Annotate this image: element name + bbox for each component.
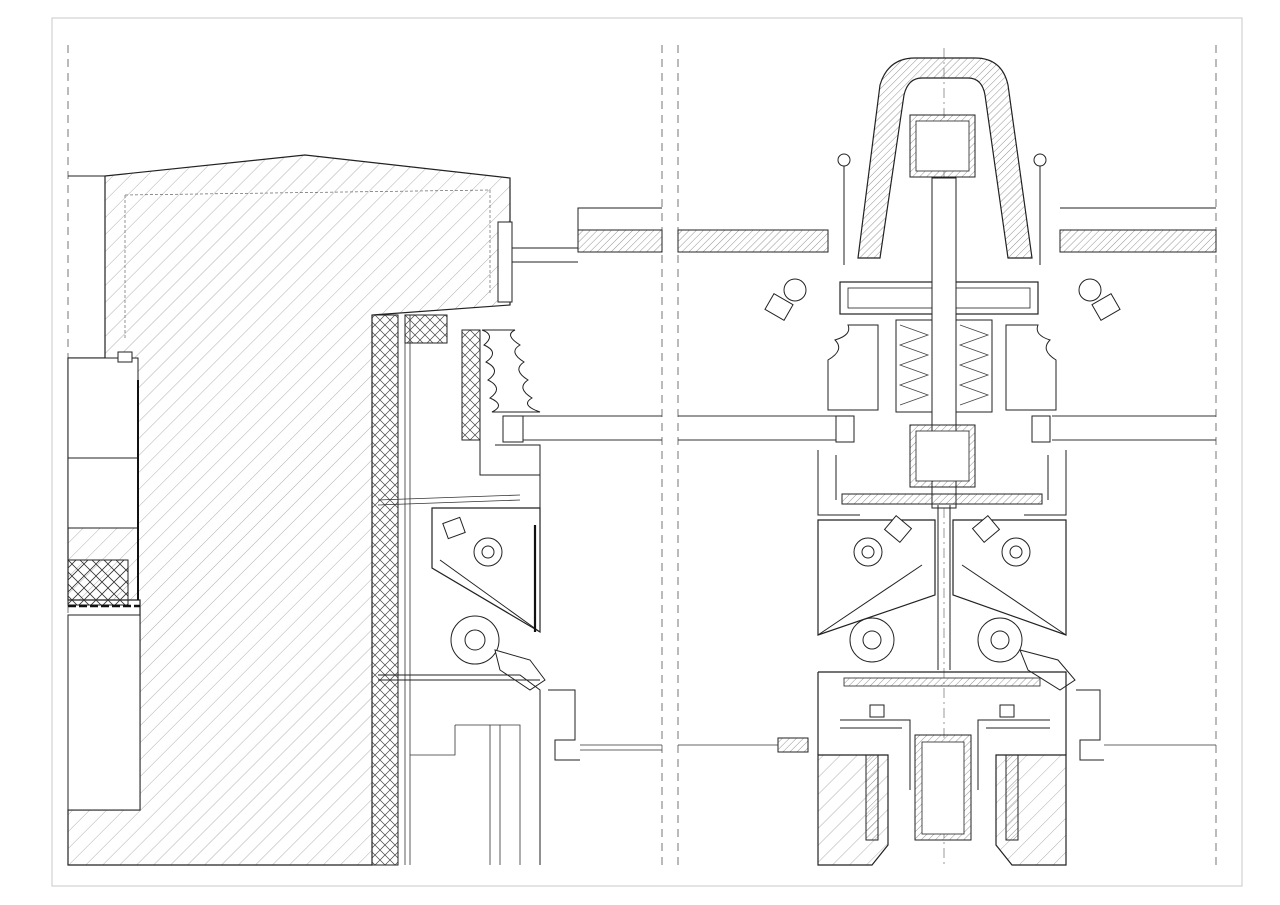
motor-arm-right [1019, 649, 1076, 691]
sill-bracket [548, 689, 580, 761]
clamp-block-left [764, 293, 794, 321]
side-insulation [461, 329, 481, 441]
bolt-left [869, 704, 885, 718]
rhs-box-top-inner [915, 120, 970, 172]
rhs-box-mid-inner [915, 430, 970, 482]
clamp-left [783, 278, 807, 302]
sheet-border [51, 17, 1243, 887]
sill-bracket [1076, 689, 1104, 761]
spring-right [958, 324, 990, 406]
lifting-eye [837, 153, 851, 167]
lower-bracket [378, 674, 541, 865]
reel-right-inner [1009, 545, 1023, 559]
motor-right-hub [990, 630, 1010, 650]
insulation-layer [371, 314, 399, 866]
spring-left [898, 324, 930, 406]
cassette-left [817, 519, 936, 636]
insulation-block [67, 559, 129, 606]
beam-ledge [512, 207, 662, 263]
inner-edge [124, 189, 491, 340]
side-fitting [777, 737, 809, 753]
top-insulation [404, 314, 448, 344]
cable-reel-inner [481, 545, 495, 559]
small-box [442, 516, 466, 540]
transom-right [1024, 450, 1067, 516]
grating-left [677, 229, 829, 253]
coil-left [895, 319, 933, 413]
cassette-diagonal [961, 564, 1067, 636]
cassette-right [952, 519, 1067, 636]
lower-beam [817, 671, 1067, 755]
cassette-diagonal [439, 559, 541, 633]
bolt-right [999, 704, 1015, 718]
liner-right [1005, 754, 1019, 841]
lower-plate [843, 677, 1041, 687]
window-frame [410, 724, 521, 865]
liner-left [865, 754, 879, 841]
interior-recess-lower [67, 457, 139, 529]
lifting-eye [1033, 153, 1047, 167]
glazing-block [835, 415, 855, 443]
bellows-left [827, 324, 879, 411]
angle-left [840, 719, 911, 790]
glazing-block [1031, 415, 1051, 443]
beam-seat [497, 221, 513, 303]
bellows [481, 329, 541, 413]
small-box [883, 514, 913, 544]
clamp-block-right [1091, 293, 1121, 321]
coil-right [955, 319, 993, 413]
ridge-cap [857, 57, 1033, 259]
right-section [677, 45, 1217, 866]
grating [577, 229, 663, 253]
screed-block [67, 614, 141, 811]
transom-profile [479, 412, 541, 520]
small-rebate [117, 351, 133, 363]
clamp-right [1078, 278, 1102, 302]
motor-left-hub [862, 630, 882, 650]
base-plate [841, 493, 1043, 505]
reel-left-inner [861, 545, 875, 559]
glazing-block [502, 415, 524, 443]
grating-right [1059, 229, 1217, 253]
angle-right [977, 719, 1050, 790]
motor-hub [464, 629, 486, 651]
motor-arm [494, 649, 546, 691]
cassette-diagonal [817, 564, 923, 636]
small-box [971, 514, 1001, 544]
bellows-right [1005, 324, 1057, 411]
transom-left [817, 450, 860, 516]
interior-recess [67, 357, 139, 459]
bracket [377, 494, 521, 506]
left-section [67, 45, 663, 866]
lower-column-inner [921, 741, 965, 835]
